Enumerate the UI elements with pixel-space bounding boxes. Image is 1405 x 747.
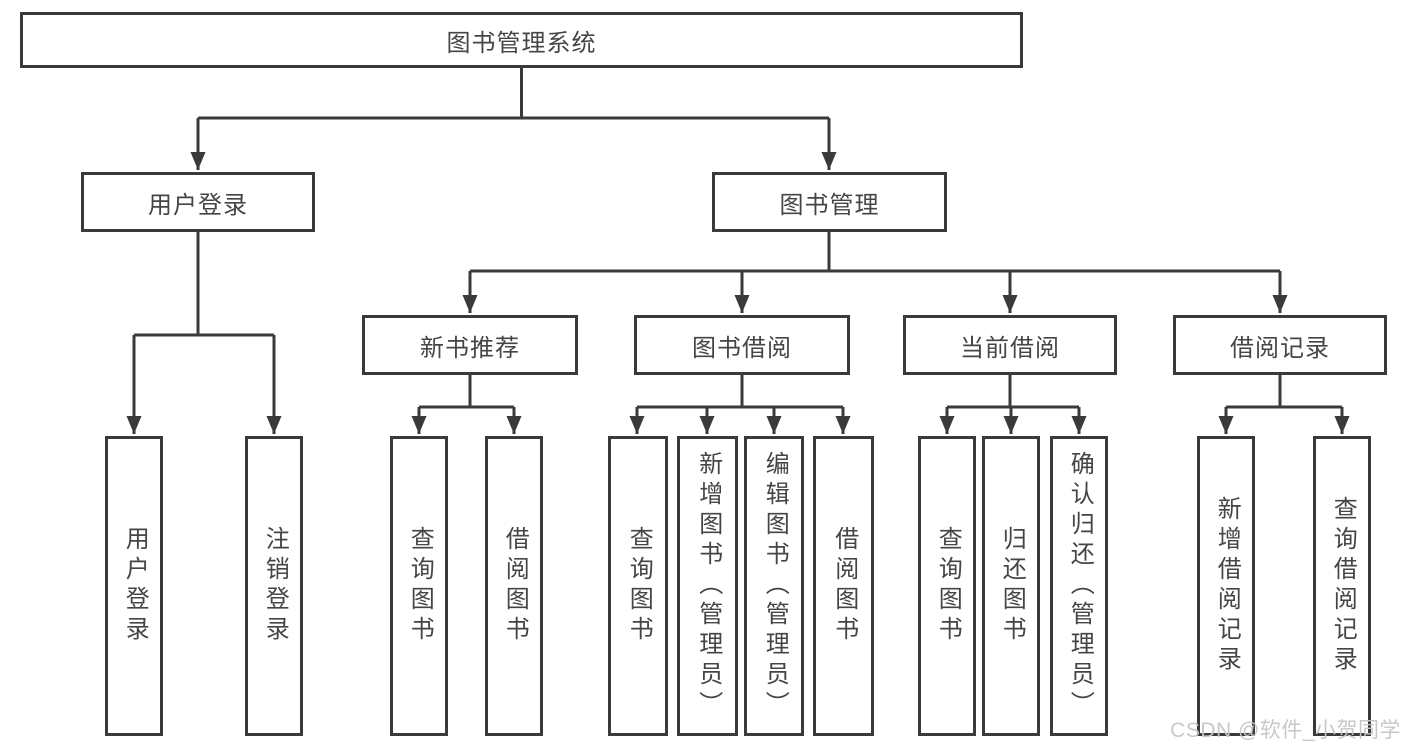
leaf-label: 用户登录 <box>121 526 149 646</box>
leaf-label: 确认归还︵管理员︶ <box>1066 451 1094 721</box>
leaf-cb-confirm-return: 确认归还︵管理员︶ <box>1050 436 1108 736</box>
node-borrowing-records: 借阅记录 <box>1173 315 1387 375</box>
leaf-user-login: 用户登录 <box>105 436 163 736</box>
node-label: 借阅记录 <box>1230 334 1330 362</box>
leaf-label: 借阅图书 <box>830 526 858 646</box>
node-label: 当前借阅 <box>960 334 1060 362</box>
node-user-login: 用户登录 <box>81 172 315 232</box>
node-label: 图书管理 <box>779 191 880 219</box>
node-current-borrowing: 当前借阅 <box>903 315 1117 375</box>
node-book-borrowing: 图书借阅 <box>634 315 850 375</box>
leaf-bb-edit-books: 编辑图书︵管理员︶ <box>744 436 804 736</box>
leaf-label: 查询图书 <box>406 526 434 646</box>
leaf-label: 新增借阅记录 <box>1213 496 1241 676</box>
leaf-nr-query-books: 查询图书 <box>390 436 448 736</box>
node-label: 图书借阅 <box>692 334 792 362</box>
leaf-bb-add-books: 新增图书︵管理员︶ <box>677 436 738 736</box>
leaf-cb-query-books: 查询图书 <box>918 436 976 736</box>
leaf-label: 借阅图书 <box>501 526 529 646</box>
leaf-cb-return-books: 归还图书 <box>982 436 1040 736</box>
leaf-label: 新增图书︵管理员︶ <box>694 451 722 721</box>
node-new-book-recommendation: 新书推荐 <box>362 315 578 375</box>
node-book-management: 图书管理 <box>712 172 947 232</box>
leaf-nr-borrow-books: 借阅图书 <box>485 436 543 736</box>
leaf-label: 注销登录 <box>261 526 289 646</box>
node-label: 用户登录 <box>148 191 248 219</box>
leaf-logout: 注销登录 <box>245 436 303 736</box>
leaf-br-query-record: 查询借阅记录 <box>1313 436 1371 736</box>
leaf-label: 归还图书 <box>998 526 1026 646</box>
leaf-label: 查询图书 <box>934 526 962 646</box>
leaf-label: 查询借阅记录 <box>1329 496 1357 676</box>
leaf-label: 编辑图书︵管理员︶ <box>761 451 789 721</box>
leaf-bb-borrow-books: 借阅图书 <box>813 436 874 736</box>
node-label: 图书管理系统 <box>446 29 597 57</box>
node-library-management-system: 图书管理系统 <box>20 12 1023 68</box>
leaf-bb-query-books: 查询图书 <box>608 436 668 736</box>
leaf-label: 查询图书 <box>625 526 653 646</box>
node-label: 新书推荐 <box>420 334 520 362</box>
leaf-br-add-record: 新增借阅记录 <box>1197 436 1255 736</box>
